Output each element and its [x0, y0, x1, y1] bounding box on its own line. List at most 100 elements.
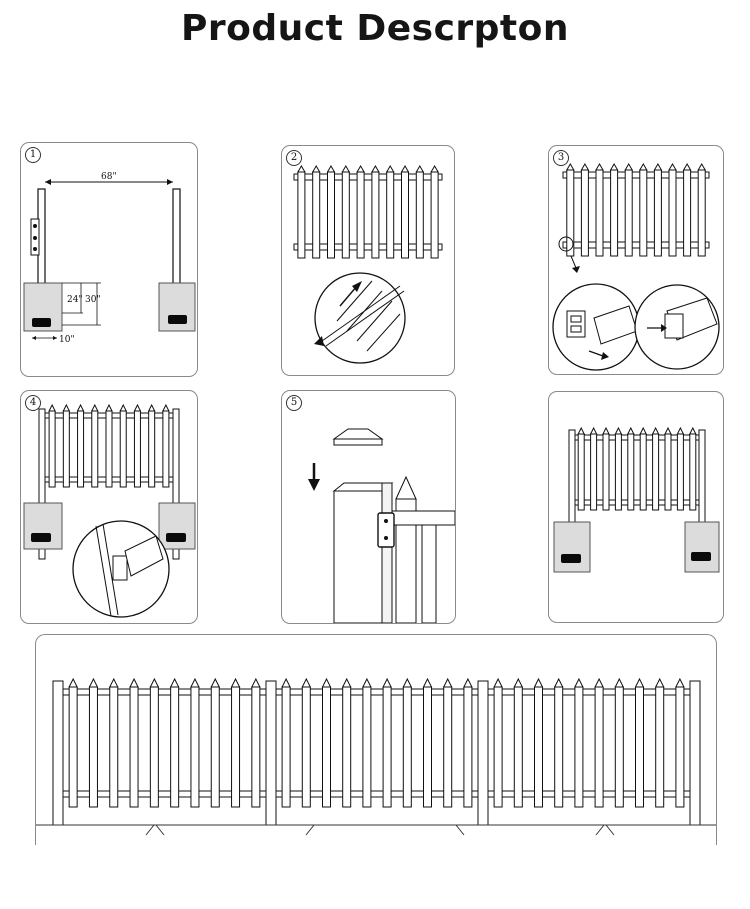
picket	[493, 686, 503, 808]
step-3-number: 3	[553, 150, 569, 166]
picket	[231, 686, 241, 808]
bottom-rail	[487, 790, 691, 798]
step-2-diagram	[293, 165, 443, 364]
picket-tip	[133, 403, 142, 412]
picket	[77, 410, 85, 488]
width-dimension-label: 10"	[59, 335, 75, 345]
picket	[580, 169, 589, 257]
step-2-panel: 2	[281, 145, 455, 376]
depth-a-dimension-label: 24"	[67, 295, 83, 305]
picket-tip	[609, 163, 619, 171]
picket	[322, 686, 331, 808]
picket-tip	[654, 677, 665, 688]
fence-run-diagram	[36, 677, 716, 836]
picket	[162, 410, 170, 488]
picket-tip	[565, 163, 575, 171]
picket	[423, 686, 432, 808]
picket-tip	[533, 677, 544, 688]
ground-hatch	[155, 824, 165, 836]
bottom-rail	[62, 790, 267, 798]
picket	[327, 171, 335, 259]
picket-tip	[442, 677, 453, 688]
picket-tip	[169, 677, 180, 688]
picket	[624, 169, 633, 257]
picket	[683, 169, 692, 257]
picket-tip	[697, 163, 707, 171]
picket-tip	[321, 677, 332, 688]
picket	[610, 169, 619, 257]
picket	[386, 171, 395, 259]
picket-tip	[385, 165, 395, 173]
picket	[62, 410, 70, 488]
picket	[301, 686, 311, 808]
picket-tip	[664, 426, 672, 435]
picket	[251, 686, 261, 808]
picket-tip	[614, 426, 623, 435]
picket-tip	[634, 677, 645, 688]
picket-tip	[105, 403, 113, 412]
picket	[133, 410, 141, 488]
picket	[653, 169, 662, 257]
picket	[91, 410, 99, 488]
picket-tip	[624, 163, 634, 171]
picket-tip	[162, 403, 170, 412]
picket	[119, 410, 127, 488]
top-rail	[62, 688, 267, 696]
step-3-panel: 3	[548, 145, 724, 375]
picket-tip	[639, 426, 648, 435]
picket-tip	[574, 677, 584, 688]
picket	[190, 686, 200, 808]
picket	[668, 169, 677, 257]
picket-tip	[90, 403, 99, 412]
top-rail	[487, 688, 691, 696]
step-1-diagram: 68" 24" 30" 10"	[23, 172, 196, 345]
picket-tip	[675, 677, 685, 688]
picket	[170, 686, 180, 808]
picket	[341, 171, 350, 259]
picket	[664, 433, 672, 511]
picket-tip	[190, 677, 200, 688]
picket	[443, 686, 453, 808]
step-4-diagram	[23, 403, 196, 618]
picket-tip	[149, 677, 160, 688]
picket-tip	[595, 163, 604, 171]
picket-tip	[76, 403, 85, 412]
picket	[639, 169, 648, 257]
picket	[590, 433, 598, 511]
picket	[577, 433, 585, 511]
picket	[371, 171, 380, 259]
picket	[614, 433, 622, 511]
picket	[297, 171, 306, 259]
picket	[105, 410, 113, 488]
step-1-panel: 68" 24" 30" 10" 1	[20, 142, 198, 377]
ground-hatch	[595, 824, 605, 836]
ground-hatch	[455, 824, 465, 836]
picket-tip	[589, 426, 598, 435]
picket	[594, 686, 604, 808]
fence-post	[52, 680, 64, 826]
page-title: Product Descrpton	[180, 8, 569, 49]
picket	[554, 686, 564, 808]
picket	[415, 171, 424, 259]
picket-tip	[415, 165, 425, 173]
picket-tip	[281, 677, 291, 688]
picket	[281, 686, 291, 808]
picket-tip	[682, 163, 692, 171]
picket-tip	[251, 677, 261, 688]
picket	[566, 169, 575, 257]
picket-tip	[430, 165, 439, 173]
picket-tip	[362, 677, 372, 688]
picket-tip	[341, 677, 352, 688]
picket-tip	[626, 426, 635, 435]
picket	[652, 433, 660, 511]
picket	[513, 686, 523, 808]
picket	[675, 686, 685, 808]
picket-tip	[341, 165, 351, 173]
picket-tip	[301, 677, 312, 688]
picket	[574, 686, 584, 808]
picket	[148, 410, 156, 488]
picket	[676, 433, 684, 511]
picket-tip	[614, 677, 625, 688]
picket	[356, 171, 365, 259]
installed-fence-illustration	[35, 634, 717, 845]
